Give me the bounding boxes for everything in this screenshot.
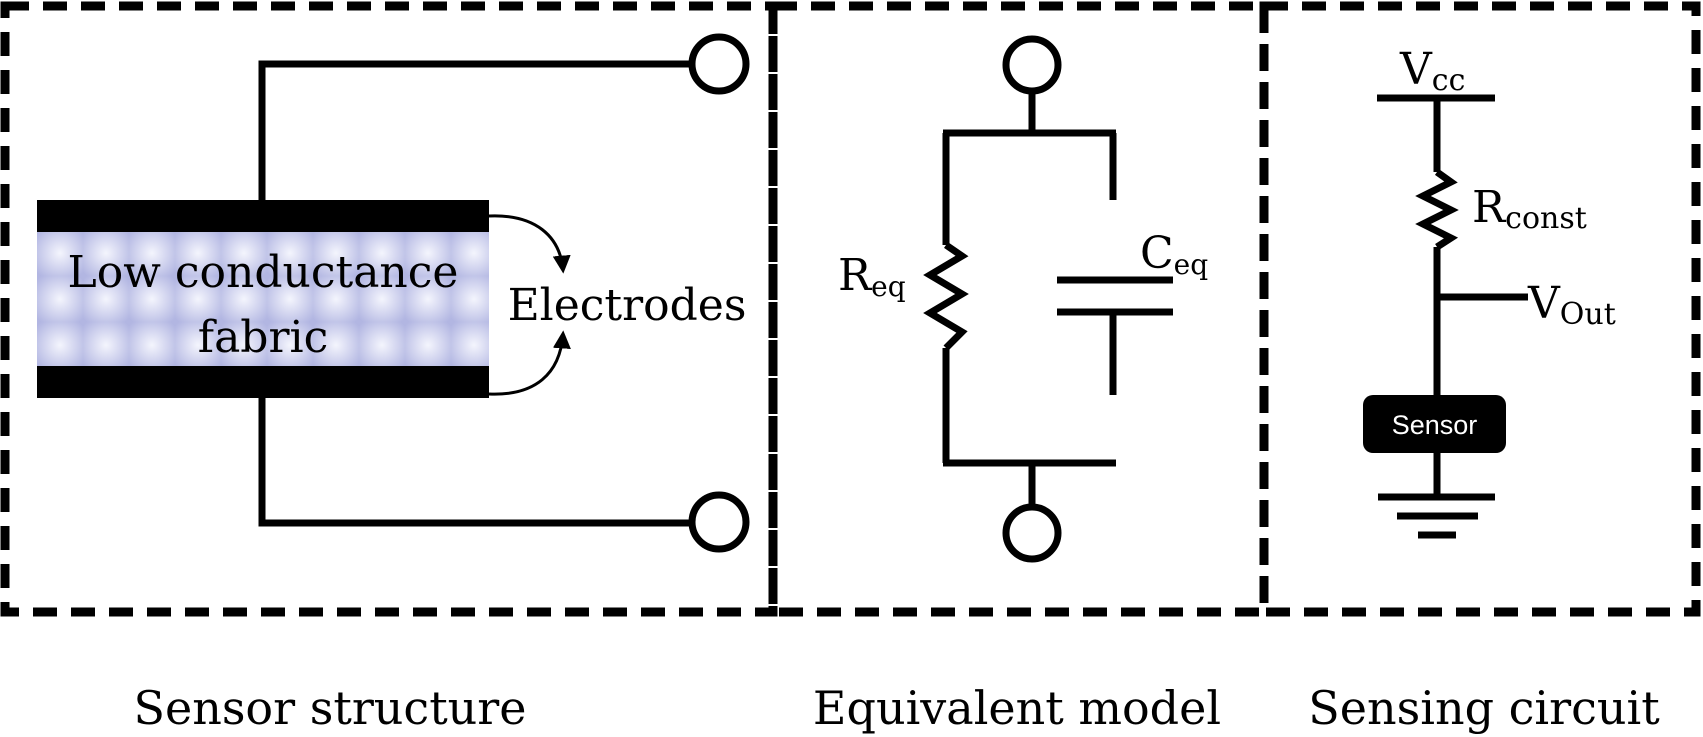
req-label: Req bbox=[838, 250, 906, 303]
fabric-layer bbox=[37, 230, 489, 368]
top-terminal-icon bbox=[688, 33, 750, 95]
panel-borders bbox=[0, 1, 1701, 617]
panel-border-circuit bbox=[1259, 1, 1701, 617]
caption-sensing-circuit: Sensing circuit bbox=[1308, 681, 1660, 735]
sensor-box-label: Sensor bbox=[1392, 410, 1478, 440]
bottom-electrode bbox=[37, 366, 489, 398]
bottom-lead-wire bbox=[258, 398, 690, 527]
bottom-terminal-icon bbox=[688, 491, 750, 553]
caption-sensor-structure: Sensor structure bbox=[133, 681, 526, 735]
caption-equivalent-model: Equivalent model bbox=[813, 681, 1221, 735]
electrode-arrow-bottom-icon bbox=[488, 330, 571, 396]
sensor-box bbox=[1363, 395, 1506, 453]
top-lead-wire bbox=[258, 60, 690, 200]
panel-border-model bbox=[768, 1, 1269, 617]
equivalent-model-panel: Req Ceq bbox=[838, 35, 1208, 563]
top-electrode bbox=[37, 200, 489, 232]
captions: Sensor structure Equivalent model Sensin… bbox=[133, 681, 1660, 735]
sensor-structure-panel: Low conductance fabric Electrodes bbox=[37, 33, 750, 553]
sensing-circuit-panel: Sensor Vcc Rconst VOut bbox=[1363, 44, 1616, 539]
electrode-arrow-top-icon bbox=[488, 214, 571, 274]
model-bottom-terminal-icon bbox=[1002, 503, 1062, 563]
electrodes-label: Electrodes bbox=[508, 280, 747, 331]
rconst-label: Rconst bbox=[1472, 182, 1587, 236]
resistor-rconst-icon bbox=[1415, 169, 1459, 250]
vout-label: VOut bbox=[1527, 278, 1616, 332]
resistor-req-icon bbox=[923, 242, 969, 351]
panel-border-structure bbox=[0, 1, 778, 617]
fabric-label-line1: Low conductance bbox=[68, 247, 459, 298]
vcc-label: Vcc bbox=[1399, 44, 1465, 98]
model-top-terminal-icon bbox=[1002, 35, 1062, 95]
ceq-label: Ceq bbox=[1140, 228, 1208, 281]
fabric-label-line2: fabric bbox=[198, 312, 328, 363]
